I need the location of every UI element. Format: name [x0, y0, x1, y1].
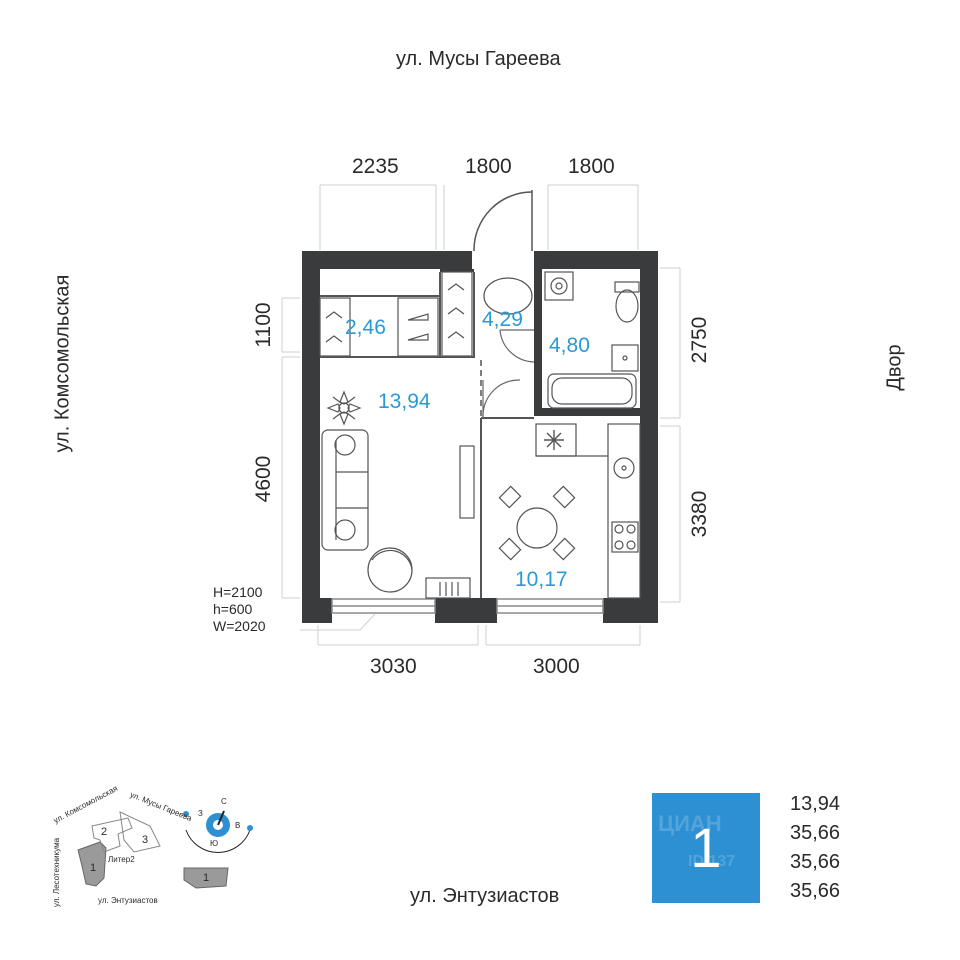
- plant-icon: [326, 390, 362, 426]
- dim-top-3: 1800: [568, 155, 615, 178]
- room-count-badge: ЦИАН ID 137 1: [652, 793, 760, 903]
- street-bottom: ул. Энтузиастов: [410, 885, 560, 907]
- area-summary: 13,94 35,66 35,66 35,66: [790, 790, 840, 906]
- compass-west: З: [198, 809, 203, 818]
- site-highlight-section: 1: [203, 872, 210, 884]
- interior-walls: [440, 251, 646, 416]
- window-width: W=2020: [213, 618, 266, 634]
- bathroom-fixtures: [544, 271, 640, 409]
- site-street-3: ул. Лесотехникума: [52, 837, 62, 908]
- watermark-id: ID 137: [688, 853, 736, 870]
- wardrobe-shelves: [319, 271, 473, 357]
- compass-south: Ю: [210, 839, 219, 848]
- dim-top-1: 2235: [352, 155, 399, 178]
- kitchen-fixtures: [498, 423, 641, 599]
- bathroom-door: [499, 329, 535, 363]
- site-street-4: ул. Энтузиастов: [98, 896, 158, 905]
- area-hall: 4,29: [482, 308, 523, 331]
- site-section-2: 2: [101, 826, 108, 838]
- site-section-1: 1: [90, 862, 97, 874]
- area-kitchen: 10,17: [515, 568, 568, 591]
- site-plan-map: [77, 841, 229, 889]
- living-furniture: [321, 429, 475, 599]
- summary-area-2: 35,66: [790, 851, 841, 873]
- compass-north: С: [221, 797, 227, 806]
- compass-icon: [183, 810, 253, 854]
- area-bathroom: 4,80: [549, 334, 590, 357]
- window-height: H=2100: [213, 584, 263, 600]
- windows: [331, 598, 604, 614]
- hall-ottoman: [483, 277, 533, 315]
- sill-height: h=600: [213, 601, 253, 617]
- street-top: ул. Мусы Гареева: [396, 48, 561, 70]
- snowflake-icon: [544, 430, 564, 450]
- kitchen-door: [482, 379, 521, 419]
- watermark-logo: ЦИАН: [658, 811, 722, 836]
- dim-bottom-2: 3000: [533, 655, 580, 678]
- room-count: 1: [690, 816, 722, 879]
- summary-area-3: 35,66: [790, 880, 841, 902]
- dimension-lines: [281, 184, 681, 646]
- site-section-3: 3: [142, 834, 149, 846]
- summary-total-area: 35,66: [790, 822, 841, 844]
- entrance-door: [473, 190, 534, 260]
- compass-east: В: [235, 821, 241, 830]
- outer-walls: [302, 251, 658, 623]
- area-living: 13,94: [378, 390, 431, 413]
- window-spec: H=2100 h=600 W=2020: [213, 584, 266, 635]
- dim-top-2: 1800: [465, 155, 512, 178]
- partitions: [320, 272, 534, 598]
- area-wardrobe: 2,46: [345, 316, 386, 339]
- summary-living-area: 13,94: [790, 793, 841, 815]
- site-plan-outline: [91, 811, 161, 853]
- site-liter: Литер2: [108, 855, 135, 864]
- dim-bottom-1: 3030: [370, 655, 417, 678]
